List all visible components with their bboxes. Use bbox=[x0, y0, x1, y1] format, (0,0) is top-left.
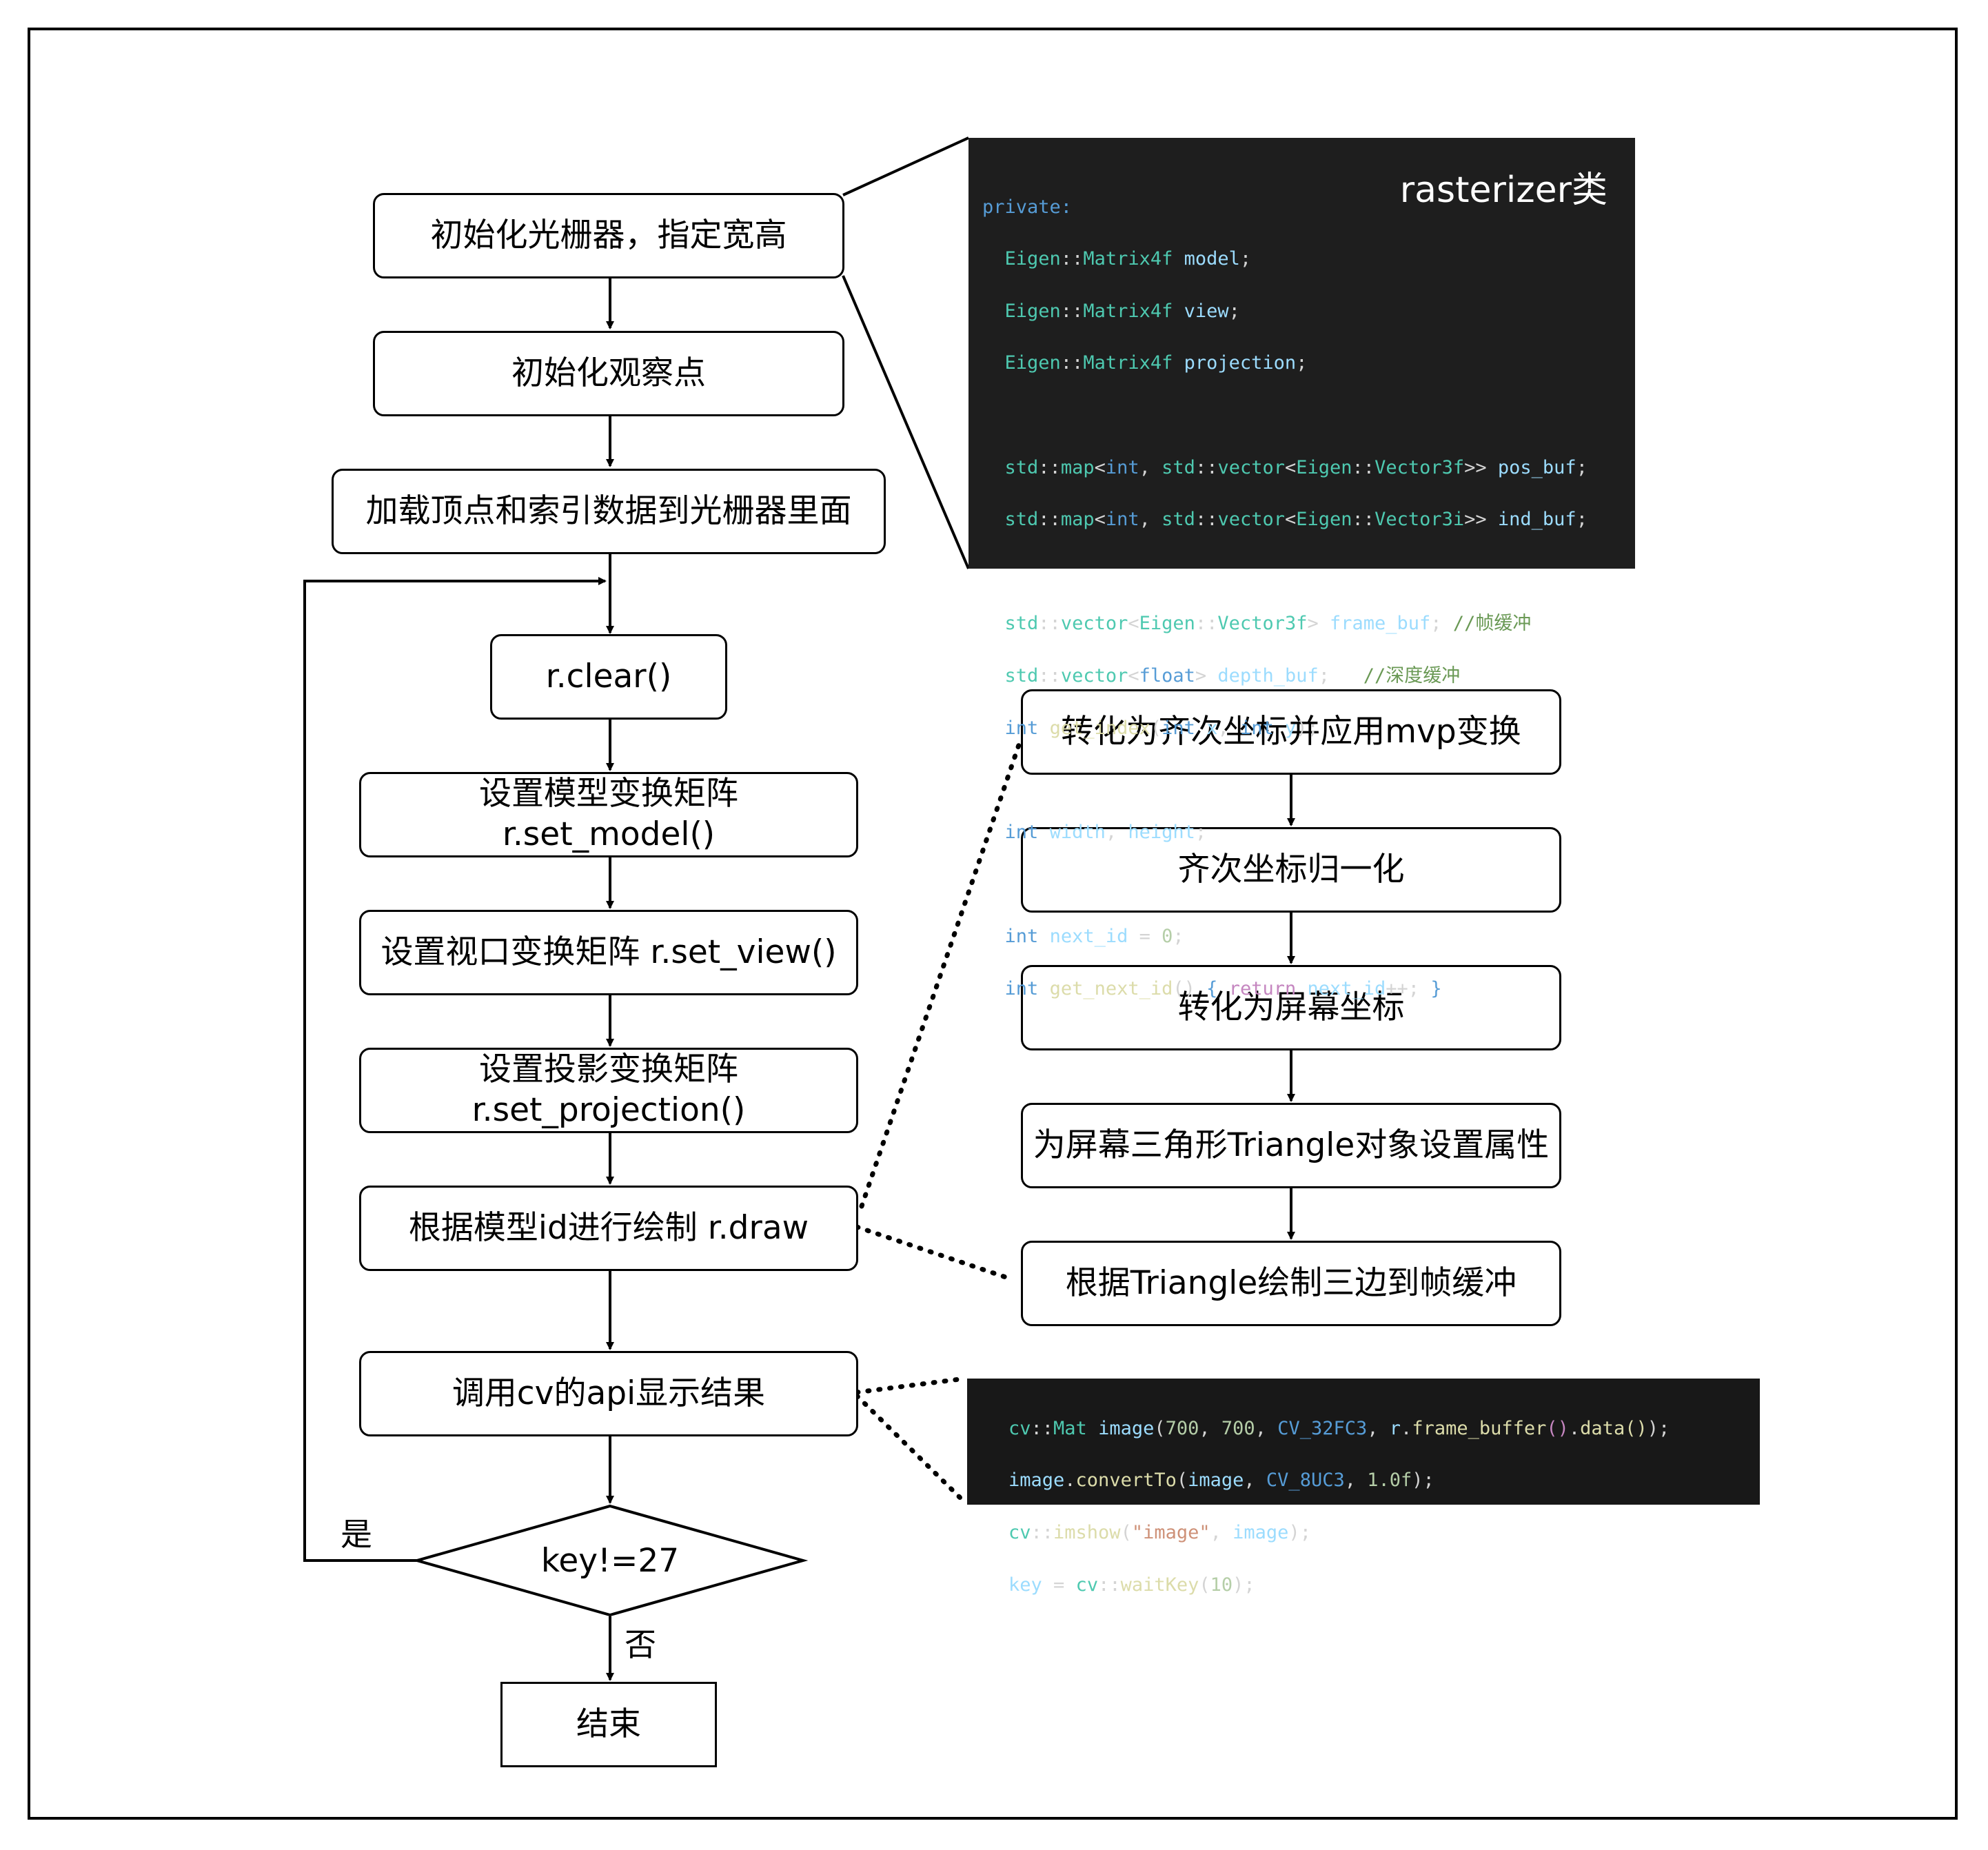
dotted-draw-to-step1 bbox=[859, 738, 1023, 1209]
step4-box: 为屏幕三角形Triangle对象设置属性 bbox=[1021, 1103, 1561, 1188]
init-eye-box: 初始化观察点 bbox=[373, 331, 844, 416]
no-label: 否 bbox=[625, 1626, 656, 1663]
step3-box: 转化为屏幕坐标 bbox=[1021, 965, 1561, 1050]
step3-label: 转化为屏幕坐标 bbox=[1177, 988, 1405, 1026]
display-code-block: cv::Mat image(700, 700, CV_32FC3, r.fram… bbox=[967, 1379, 1760, 1596]
rasterizer-code-block: rasterizer类 private: Eigen::Matrix4f mod… bbox=[968, 138, 1635, 999]
set-view-box: 设置视口变换矩阵 r.set_view() bbox=[359, 910, 858, 995]
code-line: int width, height; bbox=[1004, 821, 1207, 843]
condition-diamond bbox=[412, 1504, 809, 1617]
code-line: std::vector<Eigen::Vector3f> frame_buf; … bbox=[1004, 613, 1532, 635]
rasterizer-code-title: rasterizer类 bbox=[1399, 170, 1607, 211]
code-line bbox=[982, 559, 1635, 585]
set-projection-label-2: r.set_projection() bbox=[471, 1091, 746, 1129]
dotted-draw-to-step5 bbox=[854, 1224, 1013, 1281]
load-buffers-box: 加载顶点和索引数据到光栅器里面 bbox=[332, 469, 886, 554]
code-line: key = cv::waitKey(10); bbox=[1008, 1574, 1255, 1596]
dotted-show-to-code-bottom bbox=[854, 1393, 964, 1502]
step5-label: 根据Triangle绘制三边到帧缓冲 bbox=[1065, 1263, 1517, 1302]
outer-frame bbox=[28, 28, 1958, 1820]
step2-label: 齐次坐标归一化 bbox=[1177, 850, 1405, 888]
yes-label: 是 bbox=[341, 1516, 372, 1553]
load-buffers-label: 加载顶点和索引数据到光栅器里面 bbox=[365, 491, 852, 530]
condition-label: key!=27 bbox=[540, 1541, 680, 1580]
code-line: cv::Mat image(700, 700, CV_32FC3, r.fram… bbox=[1008, 1417, 1670, 1439]
code-line: std::vector<float> depth_buf; //深度缓冲 bbox=[1004, 664, 1461, 687]
step4-label: 为屏幕三角形Triangle对象设置属性 bbox=[1033, 1126, 1550, 1164]
end-box: 结束 bbox=[500, 1682, 717, 1767]
init-eye-label: 初始化观察点 bbox=[511, 354, 706, 392]
code-line: std::map<int, std::vector<Eigen::Vector3… bbox=[1004, 456, 1588, 478]
code-line: Eigen::Matrix4f view; bbox=[1004, 300, 1240, 322]
show-result-label: 调用cv的api显示结果 bbox=[452, 1374, 766, 1412]
set-model-label: 设置模型变换矩阵 r.set_model() bbox=[479, 775, 738, 853]
callout-line-bottom bbox=[842, 275, 970, 569]
set-projection-box: 设置投影变换矩阵 r.set_projection() bbox=[359, 1048, 858, 1133]
step1-box: 转化为齐次坐标并应用mvp变换 bbox=[1021, 689, 1561, 775]
code-line: private: bbox=[982, 196, 1073, 218]
step2-box: 齐次坐标归一化 bbox=[1021, 827, 1561, 913]
step5-box: 根据Triangle绘制三边到帧缓冲 bbox=[1021, 1241, 1561, 1326]
set-projection-label-1: 设置投影变换矩阵 bbox=[479, 1050, 738, 1089]
end-label: 结束 bbox=[576, 1705, 641, 1743]
clear-label: r.clear() bbox=[545, 657, 672, 695]
code-line: image.convertTo(image, CV_8UC3, 1.0f); bbox=[1008, 1470, 1434, 1492]
code-line bbox=[982, 403, 1635, 429]
show-result-box: 调用cv的api显示结果 bbox=[359, 1351, 858, 1436]
clear-box: r.clear() bbox=[490, 634, 727, 720]
code-line: Eigen::Matrix4f model; bbox=[1004, 248, 1252, 270]
code-line bbox=[982, 767, 1635, 793]
step1-label: 转化为齐次坐标并应用mvp变换 bbox=[1061, 712, 1521, 751]
code-line bbox=[982, 871, 1635, 897]
code-line: int get_next_id() { return next_id++; } bbox=[1004, 977, 1442, 999]
draw-box: 根据模型id进行绘制 r.draw bbox=[359, 1186, 858, 1271]
callout-line-top bbox=[842, 136, 969, 196]
draw-label: 根据模型id进行绘制 r.draw bbox=[408, 1208, 809, 1247]
code-line: Eigen::Matrix4f projection; bbox=[1004, 352, 1308, 374]
loop-back-line bbox=[303, 577, 607, 1562]
set-view-label: 设置视口变换矩阵 r.set_view() bbox=[381, 933, 837, 971]
code-line: int get_index(int x, int y); bbox=[1004, 717, 1319, 739]
dotted-show-to-code-top bbox=[854, 1376, 968, 1395]
code-line: std::map<int, std::vector<Eigen::Vector3… bbox=[1004, 509, 1588, 531]
set-model-box: 设置模型变换矩阵 r.set_model() bbox=[359, 772, 858, 857]
init-rasterizer-box: 初始化光栅器，指定宽高 bbox=[373, 193, 844, 278]
code-line: cv::imshow("image", image); bbox=[1008, 1521, 1311, 1543]
code-line: int next_id = 0; bbox=[1004, 925, 1184, 947]
init-rasterizer-label: 初始化光栅器，指定宽高 bbox=[430, 216, 787, 254]
